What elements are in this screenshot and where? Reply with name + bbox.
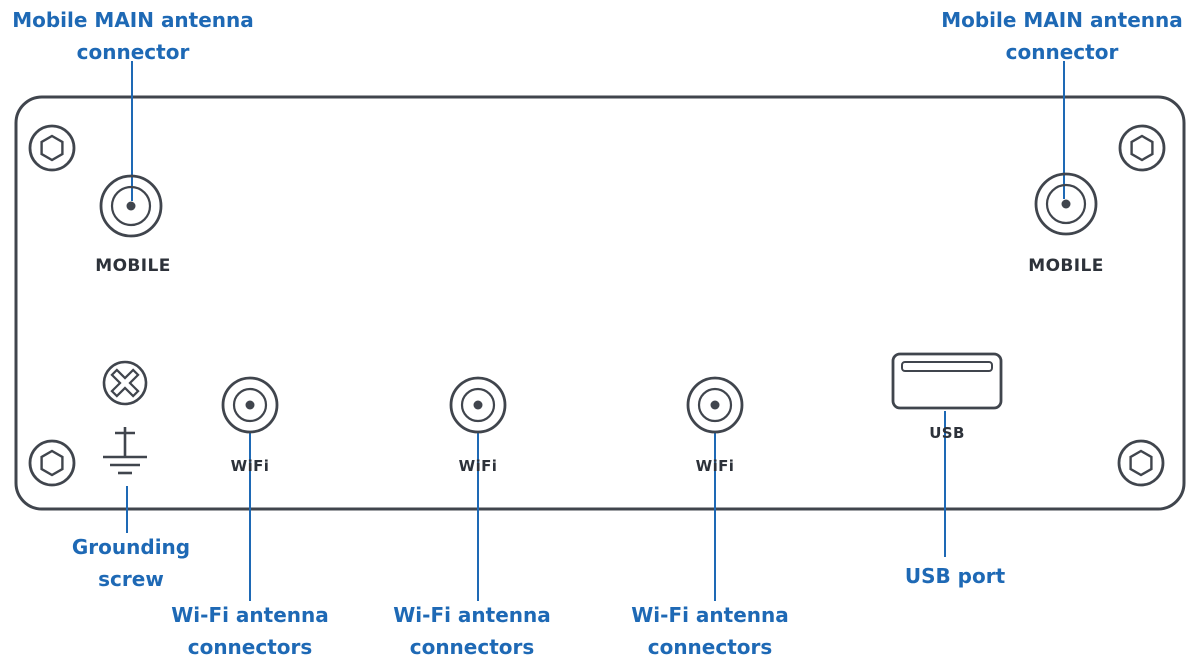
corner-screw-top-left-icon bbox=[28, 124, 76, 172]
callout-grounding-screw: Grounding screw bbox=[71, 535, 191, 591]
callout-usb-port: USB port bbox=[904, 564, 1006, 588]
mobile-connector-right-icon bbox=[1034, 172, 1098, 236]
callout-wifi-1: Wi-Fi antenna connectors bbox=[171, 603, 329, 659]
corner-screw-bottom-right-icon bbox=[1117, 439, 1165, 487]
callout-mobile-main-right: Mobile MAIN antenna connector bbox=[941, 8, 1183, 64]
device-panel-outline bbox=[14, 95, 1186, 511]
port-label-wifi-2: WiFi bbox=[458, 457, 498, 475]
usb-port-icon bbox=[891, 352, 1003, 410]
leader-lines bbox=[126, 61, 1065, 601]
ground-symbol-icon bbox=[103, 427, 147, 475]
port-label-mobile-right: MOBILE bbox=[1028, 256, 1104, 276]
callout-wifi-2: Wi-Fi antenna connectors bbox=[393, 603, 551, 659]
port-label-wifi-3: WiFi bbox=[695, 457, 735, 475]
port-label-mobile-left: MOBILE bbox=[95, 256, 171, 276]
wifi-connector-3-icon bbox=[686, 376, 744, 434]
port-label-wifi-1: WiFi bbox=[230, 457, 270, 475]
corner-screw-top-right-icon bbox=[1118, 124, 1166, 172]
wifi-connector-1-icon bbox=[221, 376, 279, 434]
corner-screw-bottom-left-icon bbox=[28, 439, 76, 487]
callout-wifi-3: Wi-Fi antenna connectors bbox=[631, 603, 789, 659]
wifi-connector-2-icon bbox=[449, 376, 507, 434]
grounding-screw-icon bbox=[102, 360, 148, 406]
callout-mobile-main-left: Mobile MAIN antenna connector bbox=[12, 8, 254, 64]
port-label-usb: USB bbox=[929, 424, 965, 442]
